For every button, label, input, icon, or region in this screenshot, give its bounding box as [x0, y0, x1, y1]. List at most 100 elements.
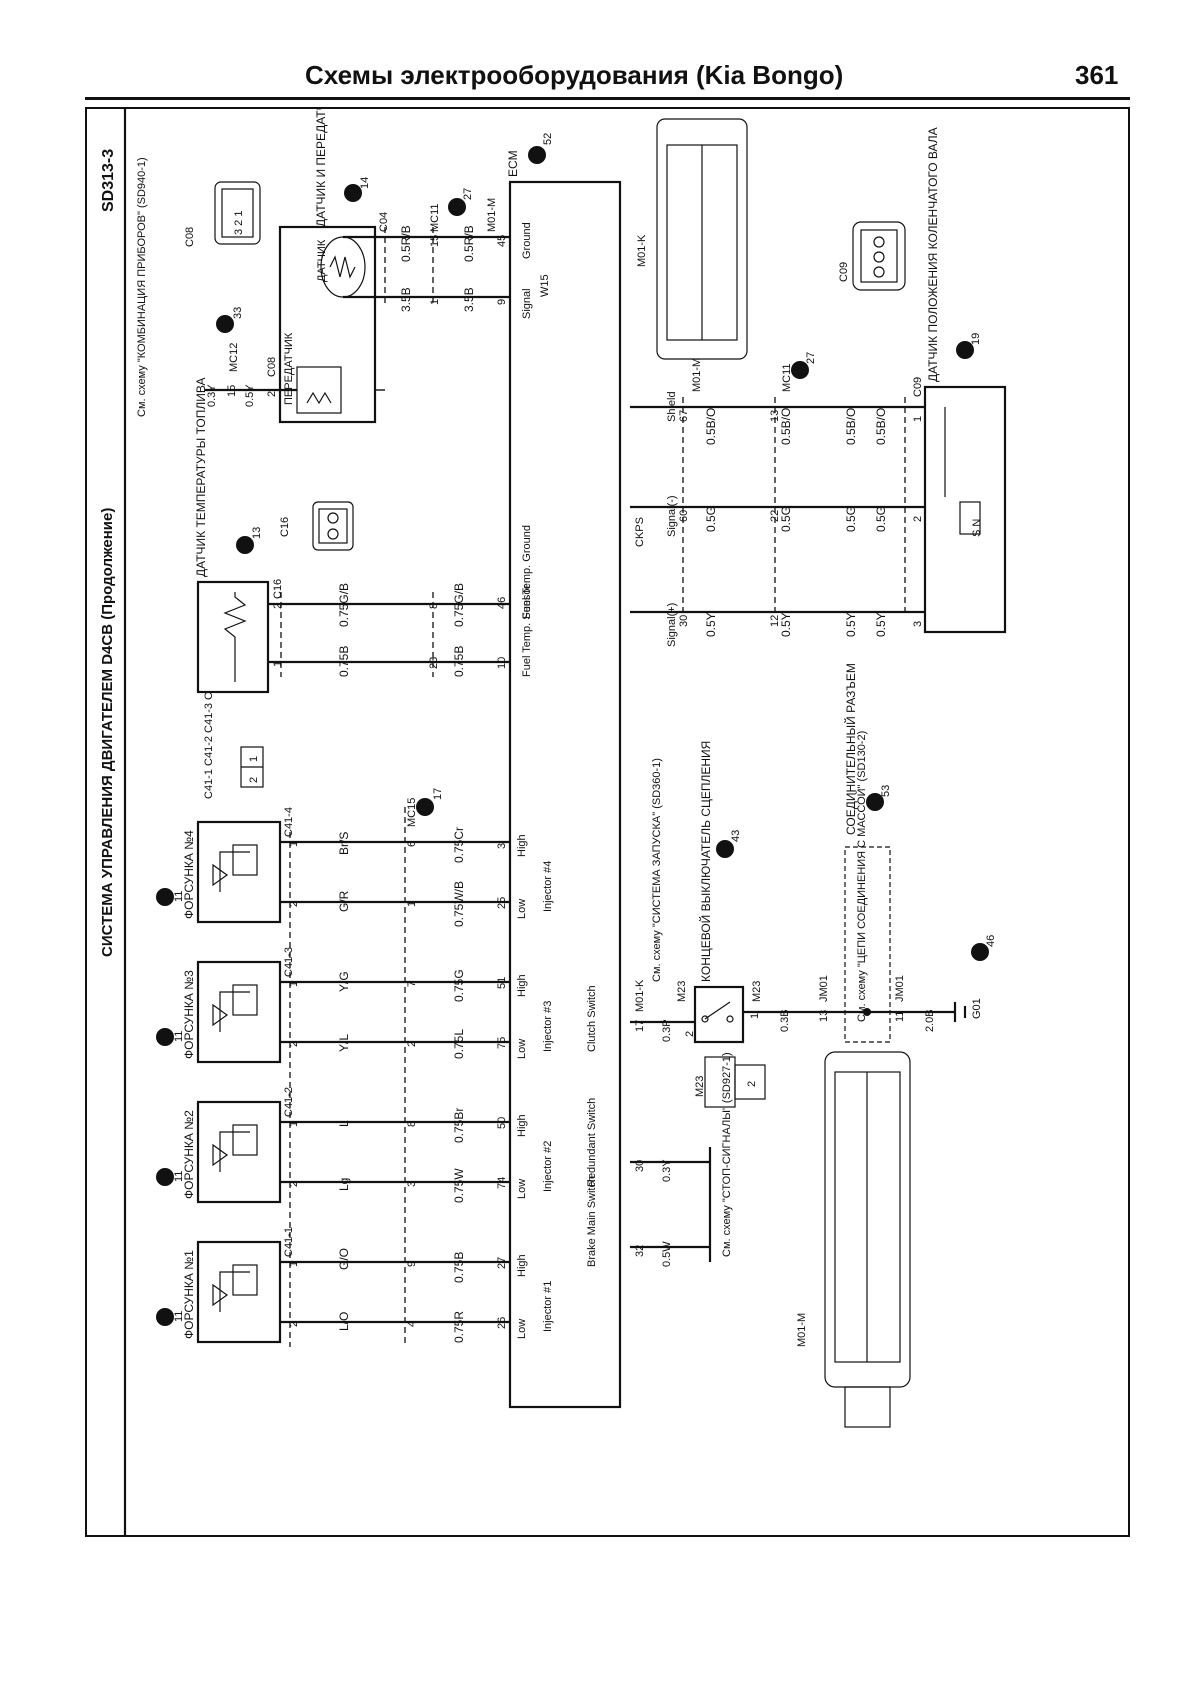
injector-1: 11 ФОРСУНКА №1 C41-1 2 1 L/O G/O 4 9 0.7… — [156, 1227, 554, 1344]
injector-1-ref: 11 — [173, 1311, 185, 1322]
svg-text:8: 8 — [406, 1121, 418, 1127]
svg-text:Injector #3: Injector #3 — [542, 1001, 554, 1052]
wiring-diagram: .w { stroke:#111; stroke-width:2.2; fill… — [99, 107, 1007, 1537]
svg-text:23: 23 — [428, 657, 440, 669]
svg-text:3: 3 — [406, 1181, 418, 1187]
svg-text:27: 27 — [462, 188, 474, 200]
m23-connector-face: M23 2 — [694, 1056, 766, 1108]
svg-text:M23: M23 — [676, 981, 688, 1002]
svg-text:Signal: Signal — [521, 288, 533, 319]
svg-text:22: 22 — [769, 510, 781, 522]
injector-2-ref-icon — [156, 1168, 174, 1186]
svg-text:60: 60 — [678, 510, 690, 522]
injector-1-wire-high: G/O — [337, 1248, 351, 1270]
injector-1-ref-icon — [156, 1308, 174, 1326]
svg-text:Y/L: Y/L — [337, 1034, 351, 1052]
mc15-ref-icon — [416, 798, 434, 816]
svg-text:9: 9 — [496, 299, 508, 305]
svg-text:1: 1 — [288, 1121, 300, 1127]
svg-text:2: 2 — [272, 603, 284, 609]
svg-text:1: 1 — [248, 756, 260, 762]
svg-text:C09: C09 — [838, 262, 850, 282]
injector-1-signal: Injector #1 — [542, 1281, 554, 1332]
coolant-name: ДАТЧИК И ПЕРЕДАТЧИК ТЕМПЕРАТУРЫ ОЖ — [314, 107, 328, 227]
svg-text:Redundant Switch: Redundant Switch — [586, 1098, 598, 1187]
svg-text:3: 3 — [496, 843, 508, 849]
svg-text:4: 4 — [406, 1321, 418, 1327]
c09-connector-face: C09 — [838, 221, 906, 291]
svg-text:0.5R/B: 0.5R/B — [462, 225, 476, 262]
svg-text:Injector #4: Injector #4 — [542, 861, 554, 912]
svg-text:2: 2 — [288, 1321, 300, 1327]
svg-text:Low: Low — [516, 899, 528, 919]
svg-text:0.5G: 0.5G — [704, 506, 718, 532]
ecm-label: ECM — [506, 150, 520, 177]
svg-text:14: 14 — [359, 177, 371, 189]
svg-text:0.75R: 0.75R — [452, 1311, 466, 1343]
injector-4-ref-icon — [156, 888, 174, 906]
svg-text:2: 2 — [406, 1041, 418, 1047]
svg-text:1: 1 — [912, 416, 924, 422]
ecm-ref-icon — [528, 146, 546, 164]
injector-2: 11 ФОРСУНКА №2 C41-2 2 1 Lg L 3 8 0.75W … — [156, 1087, 554, 1204]
m01k-connector-face: M01-K — [636, 118, 748, 360]
svg-text:C09: C09 — [912, 377, 924, 397]
svg-text:MC11: MC11 — [429, 203, 441, 232]
switch-circuits: Brake Main Switch Redundant Switch Clutc… — [586, 979, 733, 1267]
svg-text:0.75Cr: 0.75Cr — [452, 827, 466, 863]
injector-1-name: ФОРСУНКА №1 — [182, 1250, 196, 1339]
svg-text:30: 30 — [634, 1160, 646, 1172]
svg-text:0.3Y: 0.3Y — [206, 384, 218, 407]
svg-text:0.75W: 0.75W — [452, 1168, 466, 1203]
svg-text:JM01: JM01 — [818, 975, 830, 1002]
ecm-block — [508, 180, 622, 1409]
injector-4: 11 ФОРСУНКА №4 C41-4 2 1 G/R Br/S 1 6 0.… — [156, 807, 554, 927]
svg-text:JM01: JM01 — [894, 975, 906, 1002]
svg-text:1: 1 — [272, 661, 284, 667]
svg-text:2: 2 — [746, 1081, 758, 1087]
svg-text:Signal(-): Signal(-) — [666, 495, 678, 537]
svg-text:ДАТЧИК: ДАТЧИК — [316, 239, 328, 282]
header-title: Схемы электрооборудования (Kia Bongo) — [305, 60, 844, 90]
svg-text:0.5B/O: 0.5B/O — [779, 408, 793, 445]
svg-text:0.5G: 0.5G — [874, 506, 888, 532]
svg-text:См. схему "СТОП-СИГНАЛЫ" (SD92: См. схему "СТОП-СИГНАЛЫ" (SD927-1) — [721, 1052, 733, 1257]
injector-3: 11 ФОРСУНКА №3 C41-3 2 1 Y/L Y/G 2 7 0.7… — [156, 947, 554, 1064]
header-rule — [85, 97, 1130, 100]
svg-text:High: High — [516, 834, 528, 857]
fuel-temp-name: ДАТЧИК ТЕМПЕРАТУРЫ ТОПЛИВА — [194, 378, 208, 577]
svg-text:15: 15 — [226, 385, 238, 397]
svg-text:0.75L: 0.75L — [452, 1029, 466, 1059]
svg-text:G01: G01 — [971, 998, 983, 1019]
svg-text:Injector #2: Injector #2 — [542, 1141, 554, 1192]
clutch-switch-name: КОНЦЕВОЙ ВЫКЛЮЧАТЕЛЬ СЦЕПЛЕНИЯ — [698, 741, 713, 982]
svg-text:3 2 1: 3 2 1 — [233, 211, 245, 235]
svg-text:6: 6 — [406, 841, 418, 847]
svg-text:Clutch Switch: Clutch Switch — [586, 985, 598, 1052]
svg-text:0.5Y: 0.5Y — [874, 612, 888, 637]
ckps-label: CKPS — [634, 517, 646, 547]
svg-text:C08: C08 — [184, 227, 196, 247]
svg-text:1: 1 — [288, 981, 300, 987]
svg-text:W15: W15 — [539, 274, 551, 297]
svg-text:MC11: MC11 — [781, 363, 793, 392]
svg-text:0.5B/O: 0.5B/O — [874, 408, 888, 445]
svg-text:10: 10 — [496, 657, 508, 669]
svg-text:Low: Low — [516, 1039, 528, 1059]
svg-text:M01-K: M01-K — [636, 234, 648, 267]
ground-splice: 13 JM01 11 JM01 2.0B G01 46 См. схему "Ц… — [818, 663, 997, 1043]
svg-text:2: 2 — [288, 1181, 300, 1187]
svg-text:13: 13 — [769, 410, 781, 422]
svg-text:74: 74 — [496, 1177, 508, 1189]
fuel-temp-sensor: 13 ДАТЧИК ТЕМПЕРАТУРЫ ТОПЛИВА C16 2 1 0.… — [194, 378, 533, 694]
svg-text:12: 12 — [769, 615, 781, 627]
clutch-switch: M23 2 1 M23 КОНЦЕВОЙ ВЫКЛЮЧАТЕЛЬ СЦЕПЛЕН… — [651, 741, 835, 1044]
svg-text:11: 11 — [173, 1031, 185, 1042]
svg-text:G/R: G/R — [337, 890, 351, 912]
svg-text:8: 8 — [428, 603, 440, 609]
svg-text:0.75Br: 0.75Br — [452, 1108, 466, 1143]
svg-text:Signal(+): Signal(+) — [666, 603, 678, 647]
svg-text:3.5B: 3.5B — [462, 287, 476, 312]
svg-text:0.5Y: 0.5Y — [844, 612, 858, 637]
svg-text:C08: C08 — [266, 357, 278, 377]
